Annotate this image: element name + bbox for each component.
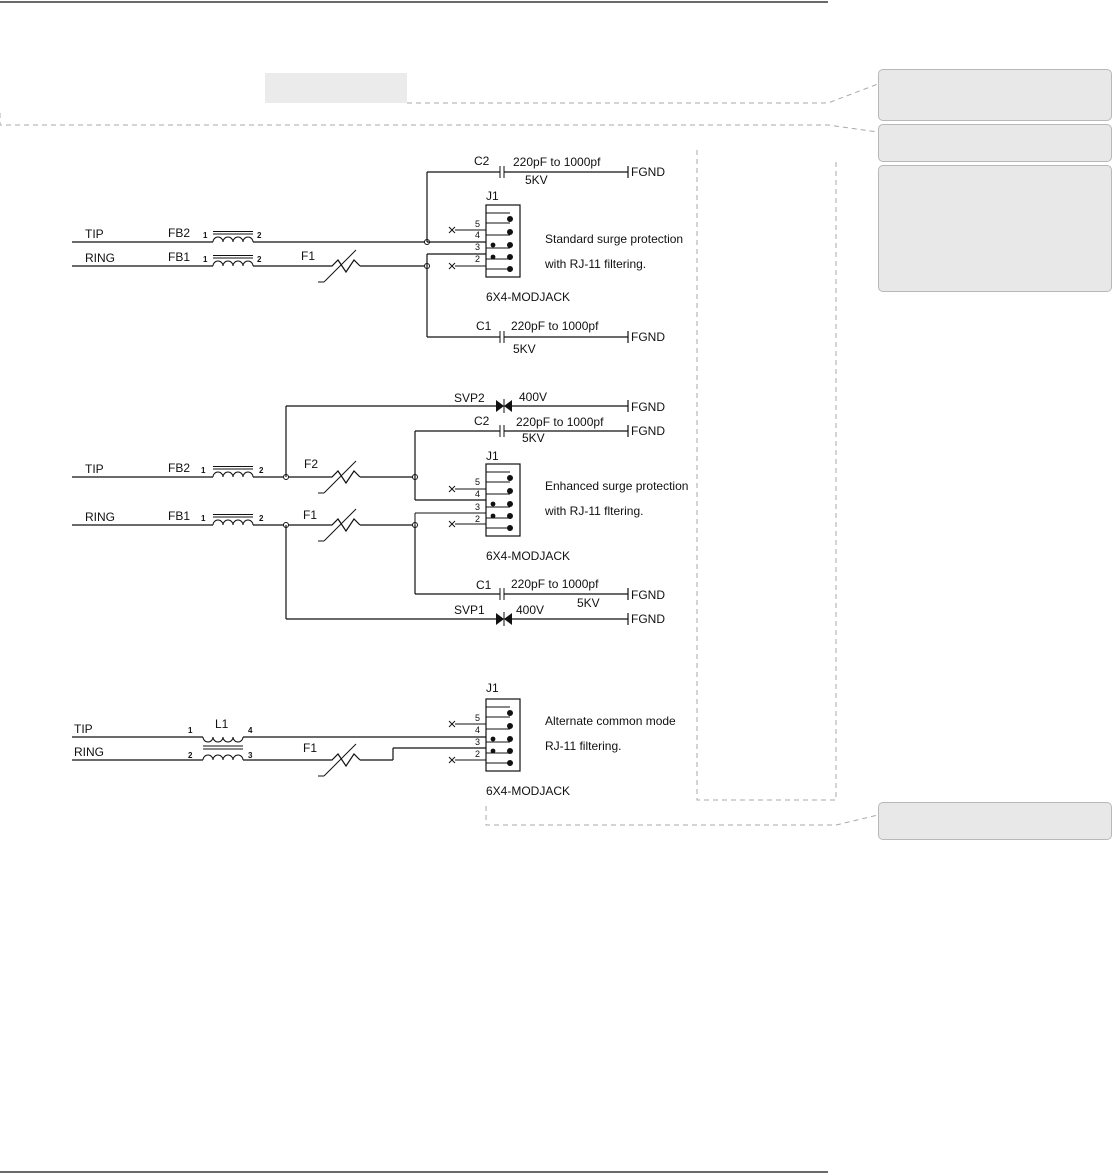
fb2-label: FB2 <box>168 226 190 240</box>
svg-text:1: 1 <box>203 231 208 240</box>
modjack-j1 <box>485 463 521 537</box>
svg-text:SVP1: SVP1 <box>454 603 485 617</box>
modjack-j1 <box>485 204 521 278</box>
svg-text:Alternate common mode: Alternate common mode <box>545 714 676 728</box>
svg-text:RING: RING <box>74 745 104 759</box>
ferrite-bead-fb1 <box>212 255 254 267</box>
common-mode-choke-l1 <box>202 736 244 761</box>
highlight-box <box>265 73 407 103</box>
svg-text:Enhanced surge protection: Enhanced surge protection <box>545 479 688 493</box>
svg-text:J1: J1 <box>486 449 499 463</box>
comment-callout-3[interactable] <box>878 165 1112 292</box>
svg-text:3: 3 <box>248 751 253 760</box>
svg-text:5KV: 5KV <box>513 342 536 356</box>
svp1-suppressor <box>495 611 513 627</box>
ferrite-bead-fb1 <box>212 514 254 526</box>
svg-text:1: 1 <box>203 255 208 264</box>
svg-text:2: 2 <box>475 514 480 524</box>
svg-text:4: 4 <box>248 726 253 735</box>
svg-text:400V: 400V <box>519 390 547 404</box>
svg-text:4: 4 <box>475 230 480 240</box>
svg-text:2: 2 <box>188 751 193 760</box>
svg-text:6X4-MODJACK: 6X4-MODJACK <box>486 784 570 798</box>
svg-text:5KV: 5KV <box>577 596 600 610</box>
svg-text:J1: J1 <box>486 681 499 695</box>
svg-text:4: 4 <box>475 725 480 735</box>
svg-text:FB2: FB2 <box>168 461 190 475</box>
svg-text:4: 4 <box>475 489 480 499</box>
svg-text:F1: F1 <box>303 741 317 755</box>
svg-text:C2: C2 <box>474 414 490 428</box>
svg-text:2: 2 <box>259 466 264 475</box>
circuit-alternate: TIP RING L1 1 4 2 3 F1 5 4 3 2 J1 6X4-MO… <box>72 681 676 798</box>
svg-text:2: 2 <box>257 255 262 264</box>
svg-text:TIP: TIP <box>74 722 93 736</box>
svg-text:2: 2 <box>475 254 480 264</box>
svg-text:FGND: FGND <box>631 400 665 414</box>
ring-label: RING <box>85 251 115 265</box>
desc-line-1: Standard surge protection <box>545 232 683 246</box>
l1-label: L1 <box>215 717 229 731</box>
f1-label: F1 <box>301 249 315 263</box>
svg-text:5KV: 5KV <box>522 431 545 445</box>
svg-text:400V: 400V <box>516 603 544 617</box>
svg-text:FGND: FGND <box>631 612 665 626</box>
svg-text:FGND: FGND <box>631 424 665 438</box>
svg-text:J1: J1 <box>486 189 499 203</box>
svg-text:FGND: FGND <box>631 588 665 602</box>
svg-text:6X4-MODJACK: 6X4-MODJACK <box>486 290 570 304</box>
ferrite-bead-fb2 <box>212 231 254 243</box>
comment-callout-4[interactable] <box>878 802 1112 840</box>
svg-text:2: 2 <box>475 749 480 759</box>
svg-text:1: 1 <box>188 726 193 735</box>
svg-text:3: 3 <box>475 502 480 512</box>
svg-text:1: 1 <box>201 514 206 523</box>
svg-text:F1: F1 <box>303 508 317 522</box>
svp2-suppressor <box>495 398 513 414</box>
comment-callout-1[interactable] <box>878 69 1112 121</box>
fuse-f1 <box>317 508 361 542</box>
svg-text:220pF to 1000pf: 220pF to 1000pf <box>516 415 604 429</box>
svg-text:with RJ-11 fltering.: with RJ-11 fltering. <box>544 504 643 518</box>
svg-text:3: 3 <box>475 737 480 747</box>
svg-text:6X4-MODJACK: 6X4-MODJACK <box>486 549 570 563</box>
fuse-f1 <box>317 249 361 283</box>
svg-text:SVP2: SVP2 <box>454 391 485 405</box>
circuit-enhanced: TIP RING FB2 FB1 1 2 1 2 F2 F1 SVP2 400V… <box>72 390 688 627</box>
desc-line-2: with RJ-11 filtering. <box>544 257 646 271</box>
ferrite-bead-fb2 <box>212 466 254 478</box>
svg-text:FGND: FGND <box>631 330 665 344</box>
svg-text:5: 5 <box>475 219 480 229</box>
svg-text:5: 5 <box>475 477 480 487</box>
svg-text:RING: RING <box>85 510 115 524</box>
svg-text:5: 5 <box>475 713 480 723</box>
svg-text:220pF to 1000pf: 220pF to 1000pf <box>511 577 599 591</box>
svg-text:2: 2 <box>257 231 262 240</box>
svg-text:C1: C1 <box>476 578 492 592</box>
fuse-f2 <box>317 460 361 494</box>
fuse-f1 <box>317 743 361 777</box>
svg-text:FGND: FGND <box>631 165 665 179</box>
tip-label: TIP <box>85 227 104 241</box>
svg-text:FB1: FB1 <box>168 509 190 523</box>
comment-callout-2[interactable] <box>878 124 1112 162</box>
svg-text:RJ-11 filtering.: RJ-11 filtering. <box>545 739 621 753</box>
svg-text:220pF to 1000pf: 220pF to 1000pf <box>511 319 599 333</box>
svg-text:2: 2 <box>259 514 264 523</box>
svg-text:220pF to 1000pf: 220pF to 1000pf <box>513 155 601 169</box>
modjack-j1 <box>485 698 521 772</box>
c2-label: C2 <box>474 154 490 168</box>
fb1-label: FB1 <box>168 250 190 264</box>
comment-connectors <box>0 83 879 826</box>
c1-label: C1 <box>476 319 492 333</box>
svg-text:1: 1 <box>201 466 206 475</box>
svg-text:TIP: TIP <box>85 462 104 476</box>
svg-text:F2: F2 <box>304 457 318 471</box>
circuit-standard: TIP RING FB2 FB1 1 2 1 2 F1 C2 220pF to … <box>72 154 683 356</box>
svg-text:5KV: 5KV <box>525 173 548 187</box>
svg-text:3: 3 <box>475 242 480 252</box>
